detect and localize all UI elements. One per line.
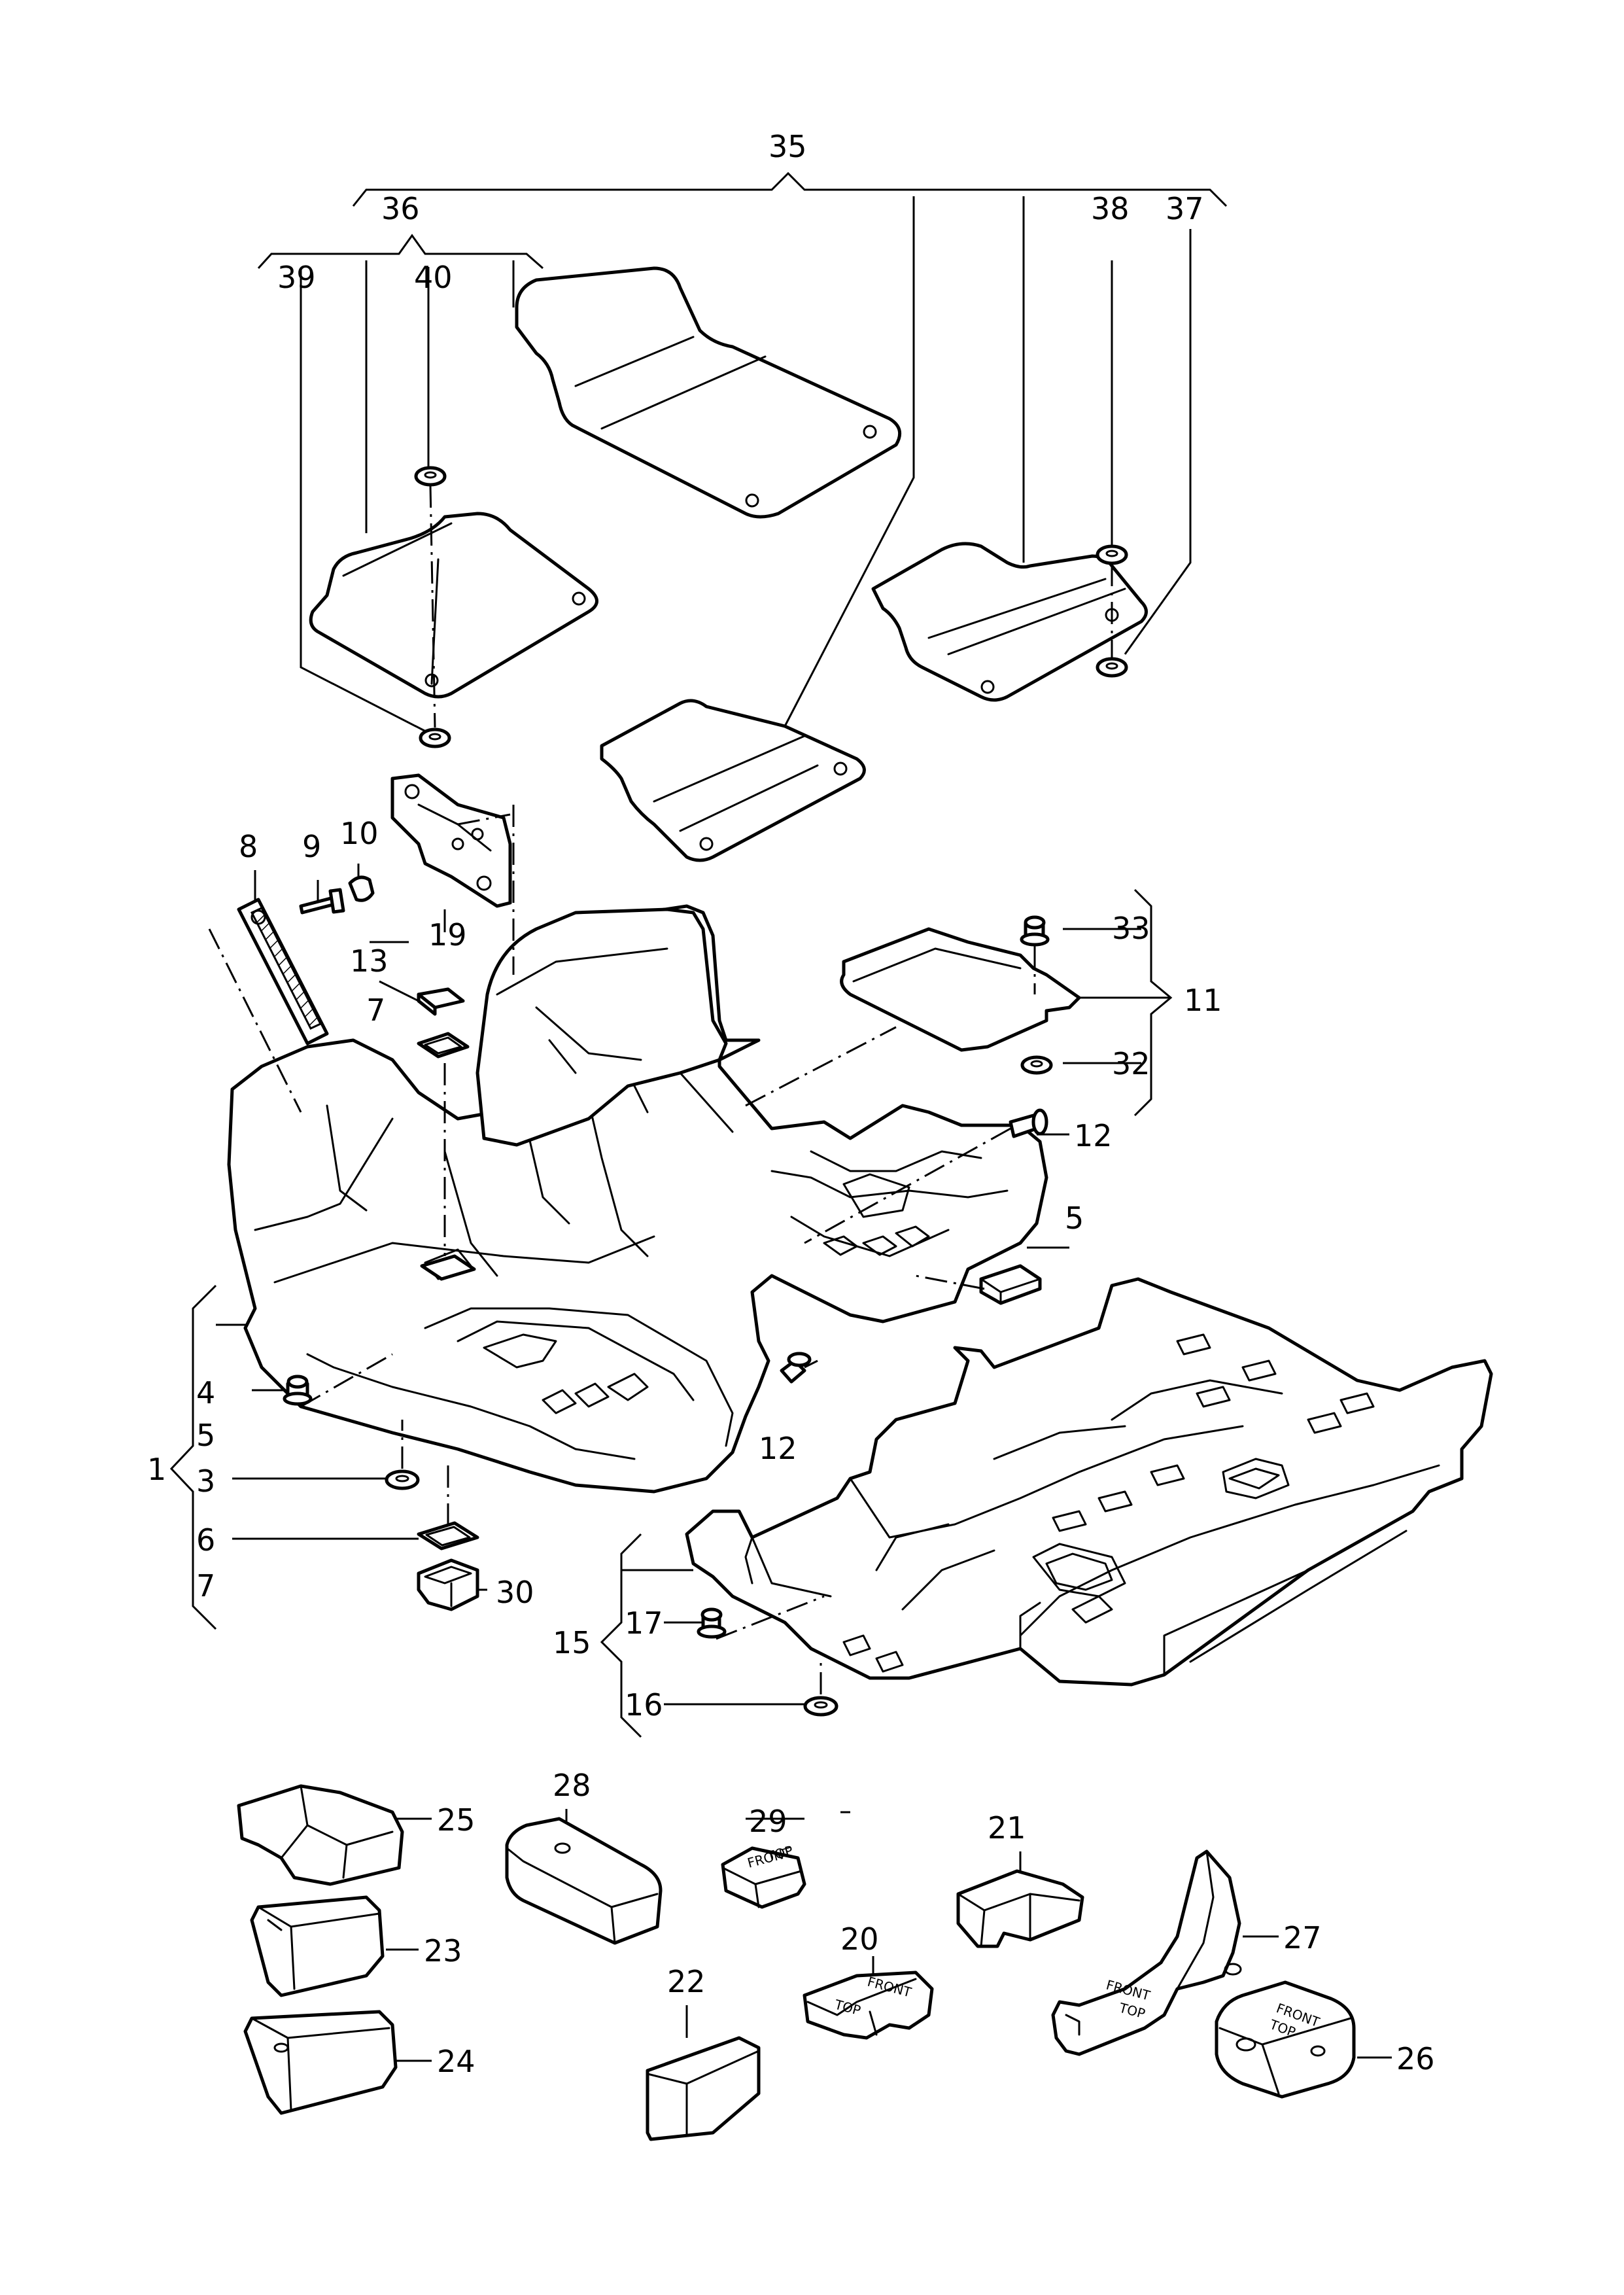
label-33: 33 bbox=[1112, 911, 1150, 946]
floor-mat-rear-left bbox=[600, 699, 866, 862]
label-12-upper: 12 bbox=[1074, 1118, 1113, 1153]
foam-block-26: FRONT TOP bbox=[1215, 1980, 1356, 2099]
label-27: 27 bbox=[1283, 1920, 1322, 1955]
fastener-40 bbox=[414, 466, 447, 487]
label-11: 11 bbox=[1184, 983, 1222, 1018]
label-12-lower: 12 bbox=[759, 1431, 797, 1466]
clip-12-lower bbox=[780, 1352, 812, 1384]
floor-covering-tunnel bbox=[475, 907, 728, 1147]
mat-11 bbox=[840, 927, 1081, 1052]
label-17: 17 bbox=[625, 1605, 663, 1641]
label-19: 19 bbox=[428, 917, 467, 953]
foam-block-21 bbox=[956, 1869, 1084, 1948]
floor-covering-rear bbox=[685, 1277, 1493, 1687]
group-bracket-1 bbox=[169, 1284, 217, 1630]
foam-block-28 bbox=[505, 1817, 663, 1945]
fastener-32 bbox=[1020, 1055, 1053, 1075]
label-28: 28 bbox=[553, 1768, 591, 1803]
foam-block-23 bbox=[250, 1895, 385, 1997]
foam-block-25 bbox=[237, 1784, 404, 1886]
group-bracket-15 bbox=[600, 1533, 642, 1738]
bracket-19 bbox=[390, 773, 512, 908]
label-20: 20 bbox=[840, 1921, 879, 1957]
group-bracket-36 bbox=[257, 234, 544, 270]
foam-block-29: FRONT TOP bbox=[721, 1842, 806, 1909]
label-32: 32 bbox=[1112, 1046, 1150, 1081]
floor-mat-front-left bbox=[309, 512, 598, 699]
cutout-front bbox=[420, 1254, 476, 1281]
label-3: 3 bbox=[196, 1463, 215, 1499]
label-23: 23 bbox=[424, 1933, 462, 1969]
fastener-33 bbox=[1020, 915, 1050, 947]
label-8: 8 bbox=[239, 829, 258, 864]
label-22: 22 bbox=[667, 1964, 706, 1999]
label-35: 35 bbox=[769, 129, 807, 164]
label-16: 16 bbox=[625, 1687, 663, 1723]
label-4: 4 bbox=[196, 1375, 215, 1410]
label-5: 5 bbox=[196, 1418, 215, 1453]
grommet-6 bbox=[417, 1521, 479, 1550]
foam-block-20: FRONT TOP bbox=[803, 1971, 934, 2040]
foam-block-22 bbox=[646, 2036, 761, 2141]
fastener-38 bbox=[1096, 544, 1128, 565]
fastener-16 bbox=[803, 1696, 838, 1717]
group-bracket-35 bbox=[352, 171, 1228, 207]
bolt-9 bbox=[299, 888, 345, 915]
label-9: 9 bbox=[302, 829, 321, 864]
label-40: 40 bbox=[414, 260, 453, 295]
label-21: 21 bbox=[988, 1810, 1026, 1846]
clip-7-upper bbox=[417, 1032, 470, 1059]
floor-mat-rear-right bbox=[871, 542, 1148, 702]
label-37: 37 bbox=[1166, 191, 1204, 226]
foam-block-24 bbox=[243, 2010, 398, 2115]
fastener-39 bbox=[419, 727, 451, 748]
pad-5 bbox=[979, 1264, 1042, 1305]
trim-27: FRONT TOP bbox=[1051, 1849, 1242, 2056]
label-26: 26 bbox=[1396, 2041, 1435, 2076]
label-24: 24 bbox=[437, 2044, 475, 2079]
label-13: 13 bbox=[350, 943, 389, 979]
label-5-right: 5 bbox=[1065, 1200, 1084, 1236]
fastener-17 bbox=[697, 1607, 727, 1639]
label-39: 39 bbox=[277, 260, 316, 295]
label-29: 29 bbox=[749, 1804, 787, 1839]
fastener-37 bbox=[1096, 657, 1128, 678]
label-30: 30 bbox=[496, 1575, 534, 1610]
label-25: 25 bbox=[437, 1802, 475, 1838]
clip-12-upper bbox=[1009, 1108, 1048, 1138]
fastener-4 bbox=[283, 1375, 313, 1406]
label-15: 15 bbox=[553, 1625, 591, 1660]
cap-30 bbox=[417, 1558, 479, 1611]
pad-13 bbox=[417, 987, 465, 1016]
fastener-3 bbox=[385, 1469, 420, 1490]
cap-10 bbox=[348, 875, 375, 902]
label-6: 6 bbox=[196, 1522, 215, 1558]
label-7-upper: 7 bbox=[366, 992, 385, 1028]
floor-mat-front-right bbox=[515, 266, 902, 519]
label-7-lower: 7 bbox=[196, 1568, 215, 1603]
label-10: 10 bbox=[340, 816, 379, 851]
heel-pad-8 bbox=[237, 898, 329, 1045]
label-38: 38 bbox=[1091, 191, 1130, 226]
callout-labels: 35 36 38 37 39 40 8 9 10 19 13 7 33 11 3… bbox=[147, 129, 1435, 2079]
label-36: 36 bbox=[381, 191, 420, 226]
label-1: 1 bbox=[147, 1452, 166, 1487]
